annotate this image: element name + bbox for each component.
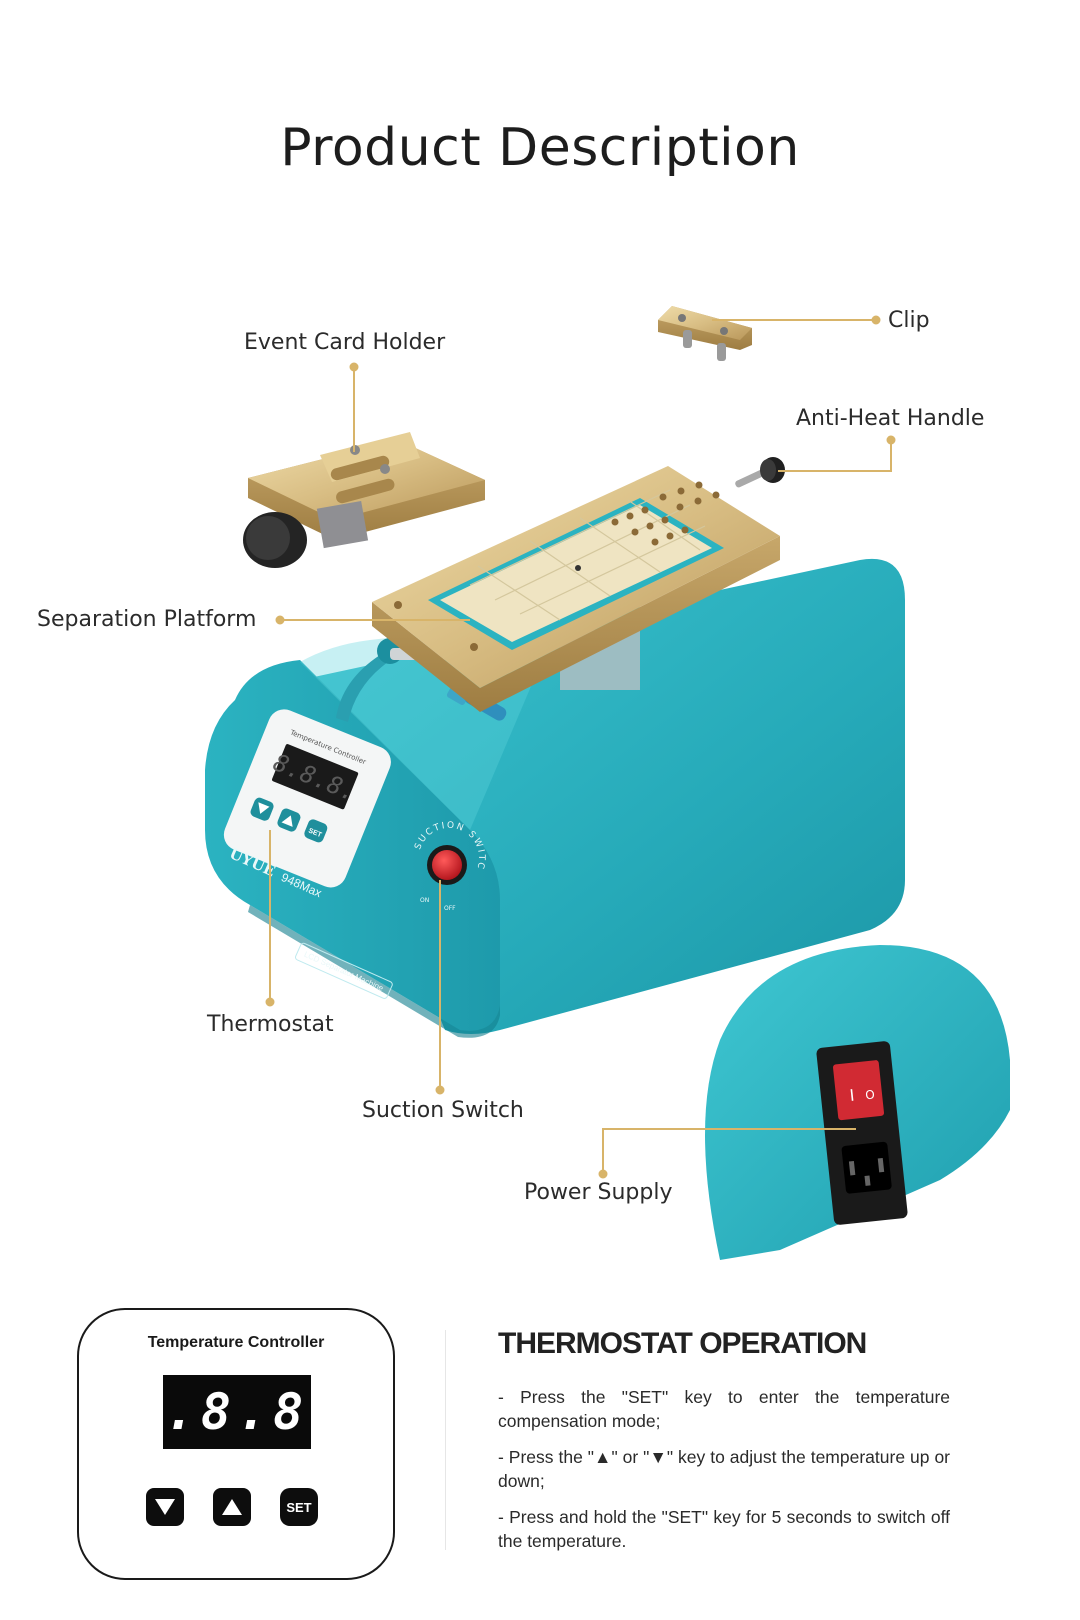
operation-title: THERMOSTAT OPERATION	[498, 1327, 867, 1360]
callout-separation-platform: Separation Platform	[37, 607, 257, 632]
power-on-mark: I	[849, 1086, 856, 1105]
controller-title: Temperature Controller	[147, 1334, 325, 1351]
down-arrow-icon	[155, 1499, 175, 1515]
callout-clip: Clip	[888, 308, 930, 333]
machine-set-button[interactable]	[303, 818, 329, 844]
operation-step: - Press the "▲" or "▼" key to adjust the…	[498, 1447, 950, 1491]
down-button[interactable]	[146, 1488, 184, 1526]
section-divider	[445, 1330, 446, 1550]
down-arrow-icon	[258, 802, 270, 814]
anti-heat-handle-part	[735, 457, 785, 488]
up-arrow-icon	[281, 815, 293, 827]
product-illustration: Temperature Controller 8.8.8. SET UYUE 9…	[0, 0, 1010, 1260]
machine-set-label: SET	[307, 827, 323, 839]
separation-platform	[372, 466, 780, 712]
machine-control-panel: Temperature Controller 8.8.8. SET	[223, 709, 391, 888]
event-card-holder	[243, 432, 485, 568]
callout-lines	[265, 315, 896, 1179]
power-supply-closeup: I O	[705, 945, 1010, 1260]
up-button[interactable]	[213, 1488, 251, 1526]
operation-step: - Press and hold the "SET" key for 5 sec…	[498, 1507, 950, 1551]
power-off-mark: O	[865, 1087, 876, 1102]
callout-power-supply: Power Supply	[524, 1180, 673, 1205]
operation-step: - Press the "SET" key to enter the tempe…	[498, 1387, 950, 1431]
set-button[interactable]: SET	[280, 1488, 318, 1526]
suction-off-label: OFF	[444, 905, 456, 912]
clip-part	[658, 306, 752, 361]
suction-on-label: ON	[420, 897, 429, 904]
callout-thermostat: Thermostat	[207, 1012, 334, 1037]
up-arrow-icon	[222, 1499, 242, 1515]
callout-suction-switch: Suction Switch	[362, 1098, 524, 1123]
callout-event-card-holder: Event Card Holder	[244, 330, 446, 355]
page-title: Product Description	[280, 118, 800, 178]
power-switch[interactable]	[832, 1060, 885, 1121]
operation-steps: - Press the "SET" key to enter the tempe…	[498, 1385, 950, 1565]
callout-anti-heat-handle: Anti-Heat Handle	[796, 406, 985, 431]
temperature-controller-card: Temperature Controller 8.8.8. SET	[77, 1308, 395, 1580]
controller-display: 8.8.8.	[129, 1375, 339, 1449]
